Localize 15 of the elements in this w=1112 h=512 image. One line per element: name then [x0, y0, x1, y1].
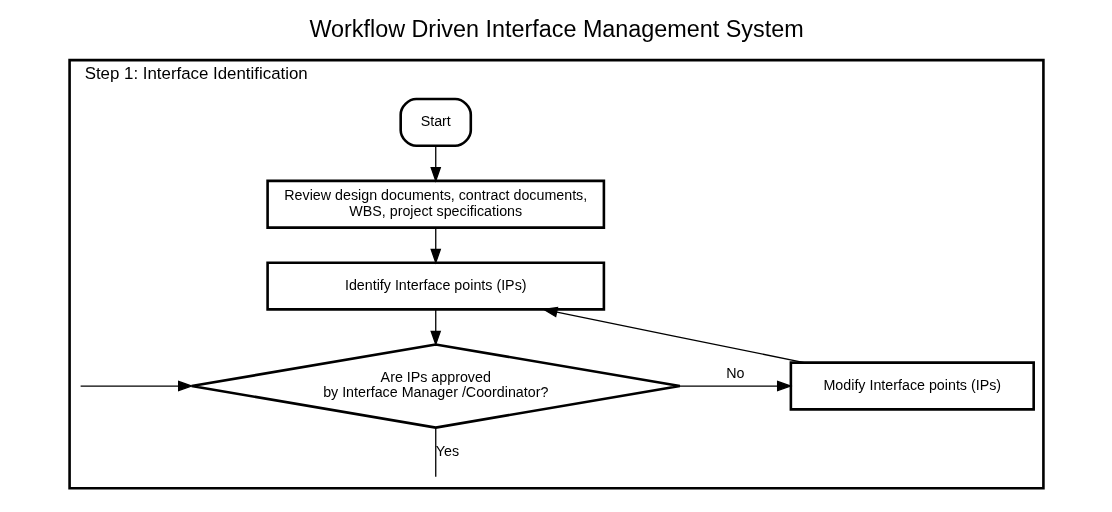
arrow	[429, 227, 441, 265]
node-diamond: Are IPs approved by Interface Manager /Coordinator?	[189, 343, 681, 429]
arrow	[678, 380, 793, 392]
connector	[434, 426, 436, 478]
node-box: Identify Interface points (IPs)	[265, 261, 605, 311]
arrow	[429, 308, 441, 347]
arrow	[79, 380, 194, 392]
node-box: Review design documents, contract documents, WBS, project specifications	[265, 179, 605, 229]
arrow	[429, 145, 441, 183]
edge-label: No	[725, 364, 744, 381]
diagram-title: Workflow Driven Interface Management System	[308, 16, 804, 43]
arrow	[541, 306, 805, 364]
node-box: Modify Interface points (IPs)	[789, 361, 1035, 411]
edge-label: Yes	[435, 442, 459, 459]
node-box: Start	[398, 97, 472, 148]
